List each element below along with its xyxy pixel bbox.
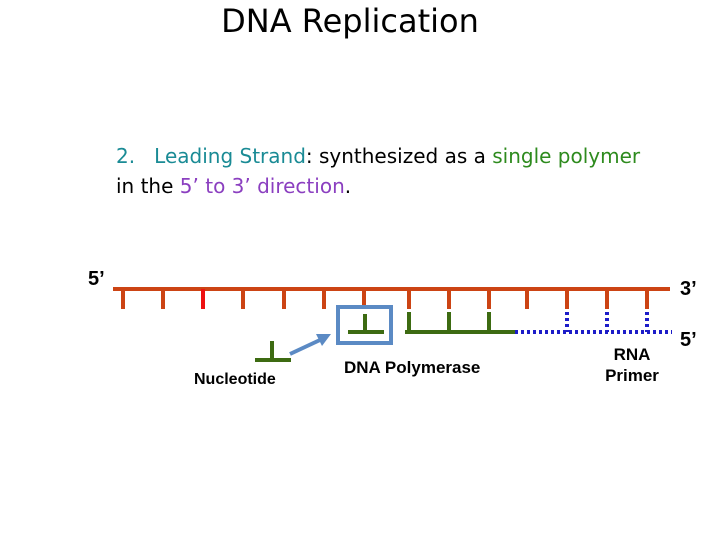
rna-primer-label: RNA Primer — [592, 344, 672, 386]
nucleotide-label: Nucleotide — [194, 371, 276, 388]
description-period: . — [344, 174, 352, 198]
new-strand-5prime-label: 5’ — [680, 329, 697, 351]
dna-polymerase-box — [336, 305, 393, 345]
new-strand — [405, 312, 515, 334]
template-5prime-label: 5’ — [88, 268, 105, 290]
rna-primer — [515, 312, 672, 334]
direction-text: 5’ to 3’ direction — [179, 174, 345, 198]
single-polymer-text: single polymer — [492, 144, 641, 168]
step-number: 2. — [116, 144, 136, 168]
arrow-icon — [289, 334, 331, 356]
dna-polymerase-label: DNA Polymerase — [344, 358, 481, 377]
rna-primer-line2: Primer — [605, 366, 659, 385]
incoming-nucleotide — [348, 314, 384, 334]
template-3prime-label: 3’ — [680, 278, 697, 300]
description-line2-prefix: in the — [116, 174, 180, 198]
description-text: : synthesized as a — [305, 144, 493, 168]
rna-primer-line1: RNA — [613, 345, 651, 364]
leading-strand-description: 2. Leading Strand: synthesized as a sing… — [116, 141, 716, 201]
page-title: DNA Replication — [221, 2, 479, 40]
term-leading-strand: Leading Strand — [154, 144, 306, 168]
nucleotide-symbol — [255, 341, 291, 362]
template-strand-bases — [121, 289, 649, 309]
